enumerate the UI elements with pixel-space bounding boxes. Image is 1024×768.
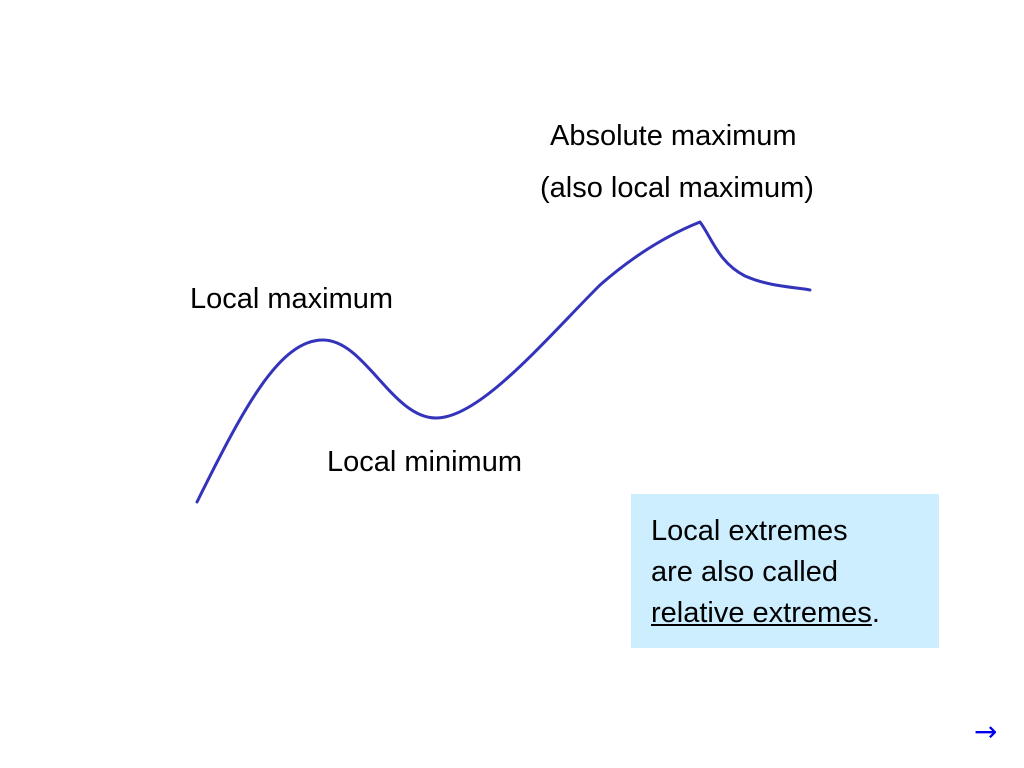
function-curve xyxy=(195,220,812,504)
next-slide-arrow-icon[interactable]: → xyxy=(974,715,998,748)
note-line-1: Local extremes xyxy=(651,515,848,547)
absolute-maximum-sublabel: (also local maximum) xyxy=(540,172,814,204)
note-period: . xyxy=(871,597,880,629)
note-line-2: are also called xyxy=(651,556,838,588)
relative-extremes-note: Local extremes are also called relative … xyxy=(631,494,939,648)
absolute-maximum-label: Absolute maximum xyxy=(550,120,797,152)
local-minimum-label: Local minimum xyxy=(327,446,522,478)
relative-extremes-term: relative extremes xyxy=(651,597,872,629)
note-line-3: relative extremes. xyxy=(651,593,921,634)
local-maximum-label: Local maximum xyxy=(190,283,394,315)
